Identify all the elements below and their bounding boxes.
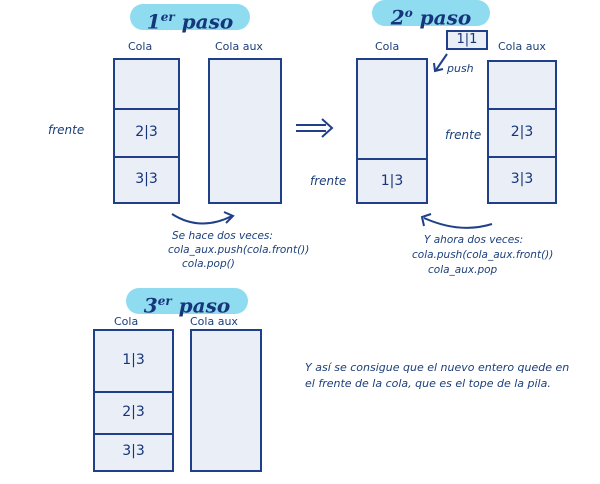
push-label: push: [447, 62, 474, 75]
step1-note-line-2: cola_aux.push(cola.front()): [168, 244, 310, 256]
step1-cola-label: Cola: [128, 40, 153, 53]
step2-cola-queue: 1|3: [356, 58, 428, 204]
step2-note-line-1: Y ahora dos veces:: [424, 234, 524, 246]
step2-frente-right: frente: [445, 128, 482, 142]
step-2-word: paso: [419, 5, 472, 30]
step3-cell-text-1: 1|3: [122, 352, 145, 368]
step3-cell-text-2: 2|3: [122, 404, 145, 420]
step2-aux-cell-3: 3|3: [489, 156, 555, 202]
step1-curved-arrow-icon: [171, 211, 235, 225]
step2-note-line-2: cola.push(cola_aux.front()): [412, 249, 554, 261]
step2-cola-aux-label: Cola aux: [498, 40, 546, 53]
step2-tag-11: 1|1: [446, 30, 488, 50]
step3-cola-queue: 1|3 2|3 3|3: [93, 329, 174, 472]
step2-cell-text-1: 1|3: [380, 173, 404, 189]
step-3-word: paso: [178, 293, 231, 318]
step2-tag-text: 1|1: [456, 32, 478, 47]
step-3-title: 3er paso: [126, 288, 248, 318]
step3-cola-cell-3: 3|3: [95, 433, 172, 470]
step2-aux-cell-2: 2|3: [489, 108, 555, 156]
step1-cola-cell-3: 3|3: [115, 156, 178, 202]
step-1-word: paso: [181, 9, 234, 34]
step-3-num: 3: [143, 293, 158, 318]
push-arrow-icon: [433, 53, 448, 73]
step-2-title: 2o paso: [372, 0, 490, 30]
step-2-sup: o: [404, 6, 413, 20]
step1-cola-aux-label: Cola aux: [215, 40, 263, 53]
step1-cell-text-2: 2|3: [135, 124, 158, 140]
step2-frente-left: frente: [310, 174, 347, 188]
step1-note-line-3: cola.pop(): [182, 258, 235, 270]
step3-cola-aux-queue: [190, 329, 262, 472]
step2-aux-text-3: 3|3: [510, 171, 534, 187]
step1-cola-cell-2: 2|3: [115, 108, 178, 156]
step3-cell-text-3: 3|3: [122, 443, 145, 459]
step2-cola-aux-queue: 2|3 3|3: [487, 60, 557, 204]
step1-frente-label: frente: [48, 123, 85, 137]
step1-cell-text-3: 3|3: [135, 171, 158, 187]
step1-cola-aux-queue: [208, 58, 282, 204]
step-1-title: 1er paso: [130, 4, 250, 34]
step2-curved-arrow-icon: [420, 213, 493, 229]
step3-cola-cell-2: 2|3: [95, 391, 172, 433]
step1-cola-queue: 2|3 3|3: [113, 58, 180, 204]
step-3-sup: er: [157, 294, 172, 308]
step-1-num: 1: [146, 9, 161, 34]
step2-cola-cell-1: 1|3: [358, 158, 426, 202]
step1-note-line-1: Se hace dos veces:: [172, 230, 273, 242]
step-2-num: 2: [390, 5, 405, 30]
conclusion-text: Y así se consigue que el nuevo entero qu…: [305, 361, 570, 390]
step-1-sup: er: [160, 10, 175, 24]
double-arrow-icon: [296, 118, 334, 138]
step3-cola-cell-1: 1|3: [95, 331, 172, 391]
step2-cola-label: Cola: [375, 40, 400, 53]
step3-cola-aux-label: Cola aux: [190, 315, 238, 328]
step2-note-line-3: cola_aux.pop: [428, 264, 498, 276]
step3-cola-label: Cola: [114, 315, 139, 328]
step2-aux-text-2: 2|3: [510, 124, 534, 140]
